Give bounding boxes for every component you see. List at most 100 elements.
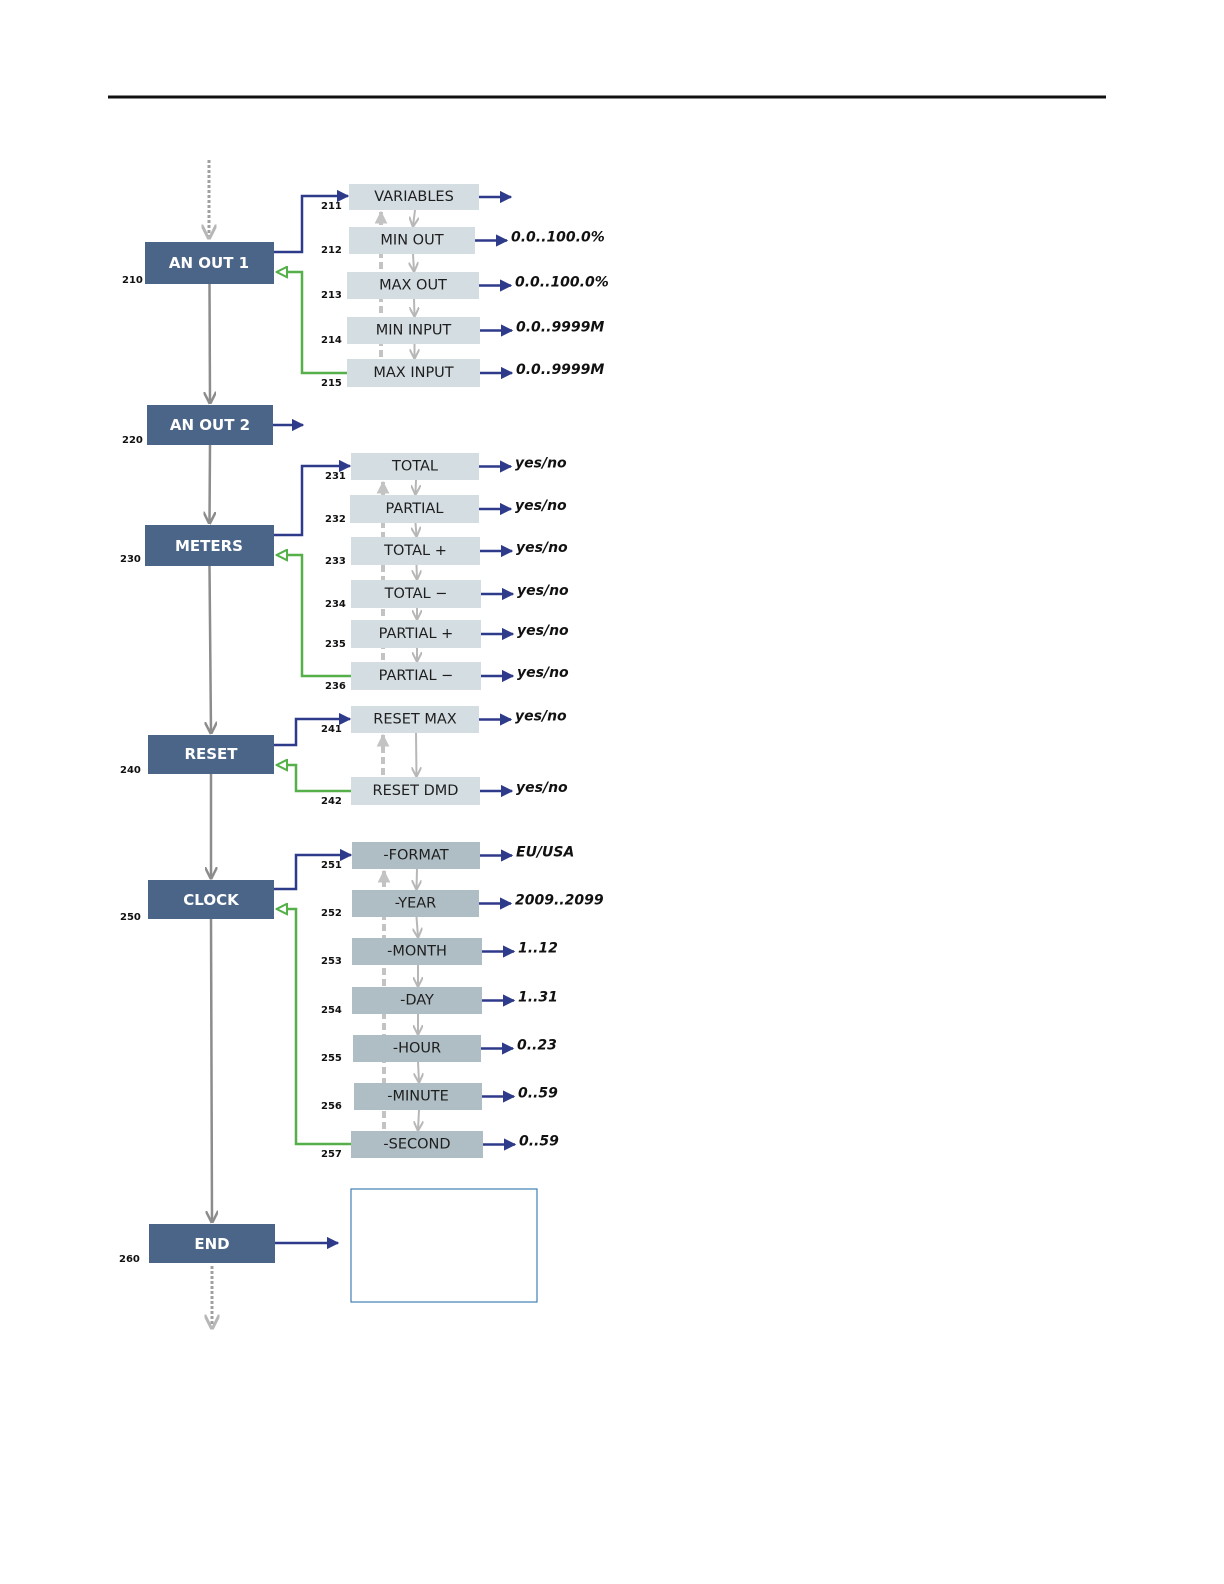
submenu-label: RESET MAX xyxy=(373,712,456,728)
group-end: END 260 xyxy=(119,1224,275,1265)
menu-box-label: AN OUT 2 xyxy=(170,416,250,434)
submenu-label: MAX INPUT xyxy=(373,365,453,381)
submenu-box[interactable] xyxy=(351,1131,483,1158)
menu-box-end[interactable] xyxy=(149,1224,275,1263)
menu-box-an-out-1[interactable] xyxy=(145,242,274,284)
note-box xyxy=(350,1188,538,1303)
next-item-arrow xyxy=(413,253,414,271)
submenu-box[interactable] xyxy=(349,184,479,210)
enter-submenu-arrow xyxy=(274,459,352,537)
submenu-box[interactable] xyxy=(347,359,480,387)
value-range: 0.0..100.0% xyxy=(511,230,605,246)
value-range: 1..31 xyxy=(518,990,558,1006)
menu-box-label: RESET xyxy=(184,745,238,763)
submenu-box[interactable] xyxy=(351,706,479,733)
submenu-label: -SECOND xyxy=(383,1137,450,1153)
next-item-arrow xyxy=(418,1061,419,1082)
submenu-box[interactable] xyxy=(352,890,479,917)
submenu-box[interactable] xyxy=(353,1035,481,1062)
submenu-label: PARTIAL xyxy=(386,501,444,517)
value-range: 0.0..9999M xyxy=(516,362,604,378)
submenu-box[interactable] xyxy=(352,842,480,869)
menu-box-label: AN OUT 1 xyxy=(169,254,249,272)
submenu-box[interactable] xyxy=(350,495,479,523)
submenu-item: -MONTH 253 1..12 xyxy=(321,938,558,967)
submenu-box[interactable] xyxy=(354,1083,482,1110)
submenu-box[interactable] xyxy=(351,777,480,805)
menu-box-label: CLOCK xyxy=(183,891,240,909)
submenu-code: 236 xyxy=(325,681,346,692)
menu-box-clock[interactable] xyxy=(148,880,274,919)
menu-box-reset[interactable] xyxy=(148,735,274,774)
submenu-code: 213 xyxy=(321,290,342,301)
submenu-label: -FORMAT xyxy=(383,848,448,864)
submenu-label: -HOUR xyxy=(393,1041,441,1057)
value-range: 0..23 xyxy=(517,1038,557,1054)
submenu-box[interactable] xyxy=(352,987,482,1014)
value-range: 0..59 xyxy=(519,1134,559,1150)
submenu-label: TOTAL − xyxy=(384,586,448,602)
value-range: 0.0..9999M xyxy=(516,320,604,336)
menu-box-an-out-2[interactable] xyxy=(147,405,273,445)
next-item-arrow xyxy=(414,298,415,316)
spine-arrow xyxy=(211,918,212,1222)
submenu-label: -DAY xyxy=(400,993,434,1009)
submenu-label: RESET DMD xyxy=(373,783,459,799)
return-arrow xyxy=(286,555,351,678)
submenu-item: -DAY 254 1..31 xyxy=(321,987,558,1016)
menu-box-label: END xyxy=(194,1235,229,1253)
value-range: EU/USA xyxy=(516,845,574,861)
submenu-item: -FORMAT 251 EU/USA xyxy=(321,842,574,871)
value-range: yes/no xyxy=(516,540,568,556)
submenu-box[interactable] xyxy=(347,317,480,344)
submenu-box[interactable] xyxy=(349,227,475,254)
submenu-box[interactable] xyxy=(351,537,480,565)
spine-arrow xyxy=(210,283,211,403)
menu-code: 250 xyxy=(120,912,141,923)
menu-code: 230 xyxy=(120,554,141,565)
value-range: yes/no xyxy=(516,780,568,796)
menu-box-label: METERS xyxy=(175,537,243,555)
menu-box-meters[interactable] xyxy=(145,525,274,566)
submenu-code: 251 xyxy=(321,860,342,871)
submenu-label: -MONTH xyxy=(387,944,447,960)
submenu-code: 253 xyxy=(321,956,342,967)
submenu-code: 233 xyxy=(325,556,346,567)
value-range: yes/no xyxy=(517,665,569,681)
submenu-code: 231 xyxy=(325,471,346,482)
submenu-label: PARTIAL + xyxy=(379,626,454,642)
submenu-code: 214 xyxy=(321,335,342,346)
submenu-box[interactable] xyxy=(351,580,481,608)
submenu-label: PARTIAL − xyxy=(379,668,454,684)
submenu-box[interactable] xyxy=(351,453,479,480)
value-range: 2009..2099 xyxy=(515,893,604,909)
next-item-arrow xyxy=(416,479,417,494)
submenu-label: MAX OUT xyxy=(379,278,447,294)
enter-submenu-arrow xyxy=(274,712,352,747)
submenu-box[interactable] xyxy=(352,938,482,965)
return-arrow xyxy=(286,272,347,375)
next-item-arrow xyxy=(416,522,417,536)
submenu-box[interactable] xyxy=(351,662,481,690)
submenu-code: 232 xyxy=(325,514,346,525)
spine-arrow xyxy=(210,444,211,523)
next-item-arrow xyxy=(413,209,415,226)
enter-submenu-arrow xyxy=(274,189,350,254)
submenu-box[interactable] xyxy=(351,620,481,648)
submenu-box[interactable] xyxy=(347,272,479,299)
value-range: 1..12 xyxy=(518,941,558,957)
next-item-arrow xyxy=(417,868,418,889)
submenu-code: 254 xyxy=(321,1005,342,1016)
